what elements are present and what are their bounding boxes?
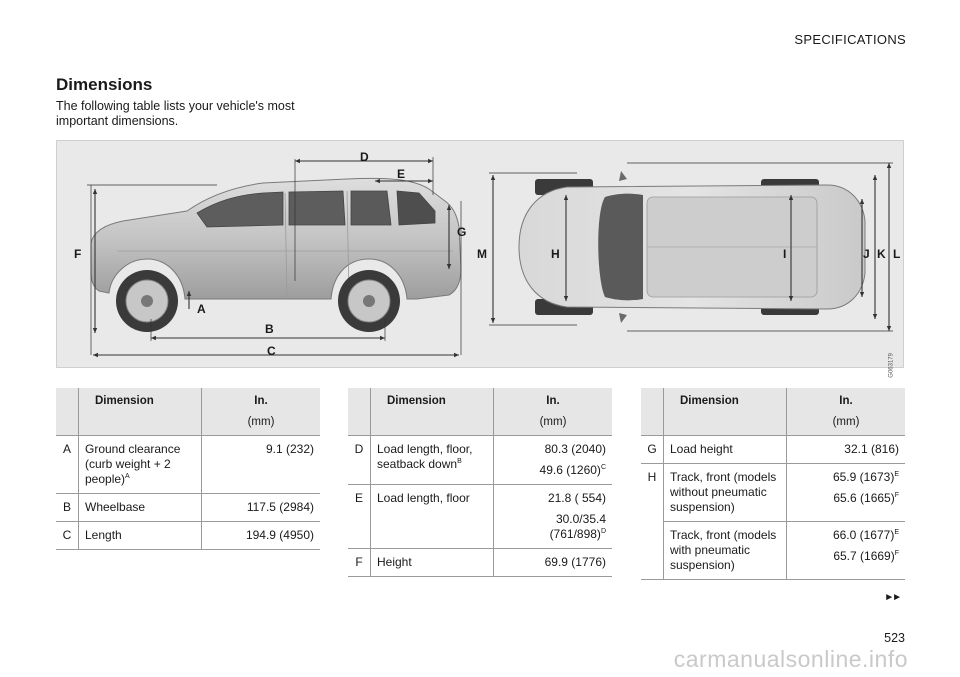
- label-C: C: [267, 344, 276, 358]
- table-row: G Load height 32.1 (816): [641, 435, 905, 464]
- label-A: A: [197, 302, 206, 316]
- dimension-value: 80.3 (2040)49.6 (1260)C: [493, 435, 612, 485]
- label-E: E: [397, 167, 405, 181]
- top-dimension-lines: [489, 162, 893, 332]
- dimension-label: Length: [78, 521, 202, 550]
- dimension-value: 21.8 ( 554)30.0/35.4 (761/898)D: [493, 484, 612, 549]
- dimension-figure: A B C D E F G: [56, 140, 904, 378]
- dimension-value: 194.9 (4950): [201, 521, 320, 550]
- label-J: J: [863, 247, 870, 261]
- table-row: H Track, front (models without pneumatic…: [641, 463, 905, 522]
- figure-code: G063179: [889, 353, 895, 378]
- dimension-value: 9.1 (232): [201, 435, 320, 494]
- page-number: 523: [884, 631, 905, 645]
- top-dimension-labels: H I J K L M: [477, 247, 900, 261]
- dimension-label: Load length, floor: [370, 484, 494, 549]
- side-dimension-lines: [87, 157, 462, 358]
- label-L: L: [893, 247, 900, 261]
- vehicle-dimension-diagram: A B C D E F G: [74, 150, 900, 358]
- watermark: carmanualsonline.info: [673, 646, 908, 672]
- label-I: I: [783, 247, 786, 261]
- dimension-table-3: Dimension In.(mm) G Load height 32.1 (81…: [641, 388, 905, 580]
- dimension-table-1: Dimension In.(mm) A Ground clearance (cu…: [56, 388, 320, 550]
- dimension-label: Load length, floor, seatback downB: [370, 435, 494, 485]
- header-unit: In.(mm): [201, 388, 320, 436]
- dimension-value: 69.9 (1776): [493, 548, 612, 577]
- side-view-car: [90, 177, 462, 332]
- table-row: B Wheelbase 117.5 (2984): [56, 493, 320, 522]
- header-unit: In.(mm): [786, 388, 905, 436]
- table-row: F Height 69.9 (1776): [348, 548, 612, 577]
- label-H: H: [551, 247, 560, 261]
- dimension-label: Load height: [663, 435, 787, 464]
- dimension-letter: H: [641, 463, 664, 522]
- dimension-label: Height: [370, 548, 494, 577]
- running-head: SPECIFICATIONS: [794, 32, 906, 47]
- table-row: A Ground clearance (curb weight + 2 peop…: [56, 435, 320, 494]
- dimension-label: Ground clearance (curb weight + 2 people…: [78, 435, 202, 494]
- dimension-value: 117.5 (2984): [201, 493, 320, 522]
- dimension-value: 32.1 (816): [786, 435, 905, 464]
- dimension-letter: E: [348, 484, 371, 549]
- side-dimension-labels: A B C D E F G: [74, 150, 466, 358]
- label-G: G: [457, 225, 466, 239]
- table-row: D Load length, floor, seatback downB 80.…: [348, 435, 612, 485]
- header-unit: In.(mm): [493, 388, 612, 436]
- dimension-label: Track, front (models with pneumatic susp…: [663, 521, 787, 580]
- dimension-letter: A: [56, 435, 79, 494]
- dimension-letter: D: [348, 435, 371, 485]
- intro-text: The following table lists your vehicle's…: [56, 99, 295, 128]
- header-dimension: Dimension: [78, 388, 202, 436]
- dimension-letter: G: [641, 435, 664, 464]
- label-D: D: [360, 150, 369, 164]
- label-M: M: [477, 247, 487, 261]
- dimension-letter: F: [348, 548, 371, 577]
- table-row: C Length 194.9 (4950): [56, 521, 320, 550]
- section-title: Dimensions: [56, 75, 153, 94]
- header-dimension: Dimension: [663, 388, 787, 436]
- dimension-letter: B: [56, 493, 79, 522]
- header-dimension: Dimension: [370, 388, 494, 436]
- dimension-letter: [641, 521, 664, 580]
- continue-arrows-icon: ►►: [884, 592, 902, 603]
- dimension-label: Wheelbase: [78, 493, 202, 522]
- dimension-table-2: Dimension In.(mm) D Load length, floor, …: [348, 388, 612, 577]
- label-B: B: [265, 322, 274, 336]
- dimension-label: Track, front (models without pneumatic s…: [663, 463, 787, 522]
- table-row: Track, front (models with pneumatic susp…: [641, 521, 905, 580]
- label-F: F: [74, 247, 81, 261]
- table-row: E Load length, floor 21.8 ( 554)30.0/35.…: [348, 484, 612, 549]
- top-view-car: [518, 171, 866, 323]
- dimension-letter: C: [56, 521, 79, 550]
- label-K: K: [877, 247, 886, 261]
